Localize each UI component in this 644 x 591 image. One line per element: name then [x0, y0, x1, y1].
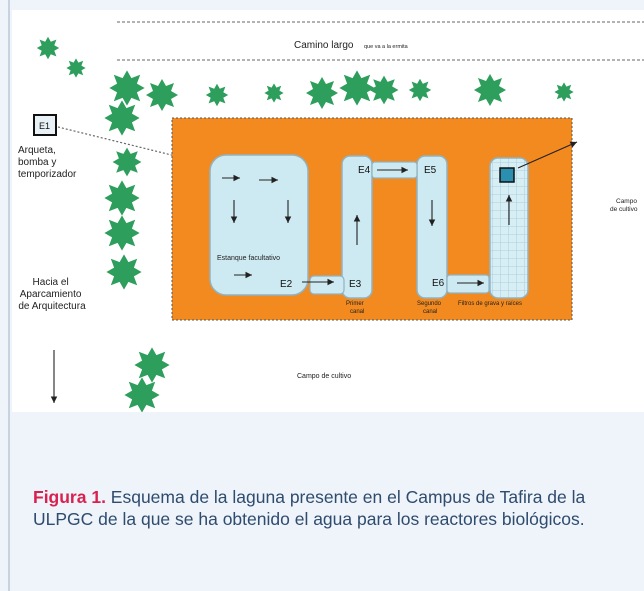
- second-channel: [416, 155, 448, 299]
- station-e6: E6: [432, 278, 445, 289]
- pond-label: Estanque facultativo: [217, 255, 280, 262]
- e1-box: [33, 114, 57, 136]
- left-border: [8, 0, 10, 591]
- connector-e6: [446, 274, 490, 294]
- first-channel-label: Primer canal: [346, 301, 365, 315]
- right-field-label: Campo de cultivo: [610, 198, 639, 213]
- caption-label: Figura 1.: [33, 487, 106, 507]
- second-channel-label: Segundo canal: [417, 301, 443, 315]
- lagoon-diagram: Camino largo que va a la ermita E1 Arque…: [12, 10, 644, 413]
- bottom-field-label: Campo de cultivo: [297, 373, 351, 380]
- parking-label: Hacia el Aparcamiento de Arquitectura: [18, 277, 86, 312]
- station-e2: E2: [280, 279, 293, 290]
- e1-label: E1: [39, 121, 50, 131]
- station-e5: E5: [424, 165, 437, 176]
- connector-e2: [309, 275, 345, 295]
- gravel-filter: [489, 157, 529, 299]
- filter-outlet-box: [499, 167, 515, 183]
- facultative-pond: [209, 154, 309, 296]
- road-sublabel: que va a la ermita: [364, 44, 409, 50]
- station-e3: E3: [349, 279, 362, 290]
- filters-label: Filtros de grava y raíces: [458, 301, 522, 307]
- road-label: Camino largo: [294, 40, 354, 51]
- figure-caption: Figura 1. Esquema de la laguna presente …: [33, 486, 633, 530]
- station-e4: E4: [358, 165, 371, 176]
- caption-text: Esquema de la laguna presente en el Camp…: [33, 487, 586, 529]
- e1-caption: Arqueta, bomba y temporizador: [18, 145, 77, 180]
- flow-arrows: [50, 141, 578, 403]
